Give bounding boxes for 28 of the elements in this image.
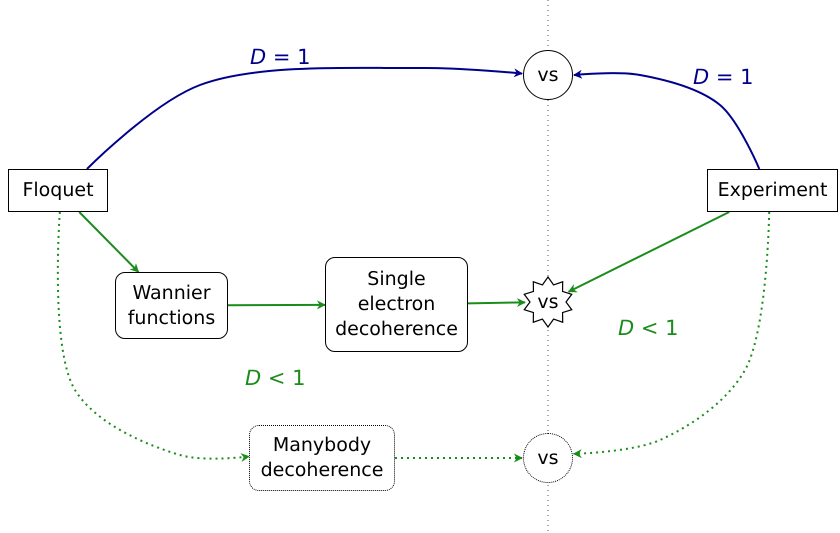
math-label: D < 1 <box>618 316 678 340</box>
arrow <box>568 211 730 293</box>
arrow <box>56 212 250 462</box>
node-label: Manybody decoherence <box>260 433 384 483</box>
arrow <box>572 212 770 458</box>
node-label: Experiment <box>718 178 828 203</box>
circle-node <box>523 50 573 100</box>
arrow <box>395 454 523 462</box>
arrow <box>573 70 760 170</box>
arrow <box>86 66 523 170</box>
math-label: D = 1 <box>693 65 754 89</box>
node-label: Wannier functions <box>126 280 216 330</box>
math-label: D = 1 <box>250 45 310 69</box>
arrow <box>78 211 140 273</box>
arrow <box>228 300 326 310</box>
rounded-box <box>325 257 468 352</box>
rounded-box <box>115 272 228 339</box>
node-label: vs <box>537 290 559 314</box>
node-label: Floquet <box>22 178 94 203</box>
star-node <box>522 276 574 328</box>
node-label: Single electron decoherence <box>334 267 459 342</box>
node-label: vs <box>537 62 559 88</box>
math-label: D < 1 <box>245 366 306 390</box>
process-box <box>707 169 838 212</box>
process-box <box>8 169 108 212</box>
dotted-rounded-box <box>249 425 395 491</box>
node-label: vs <box>537 446 559 470</box>
arrow <box>468 298 526 307</box>
